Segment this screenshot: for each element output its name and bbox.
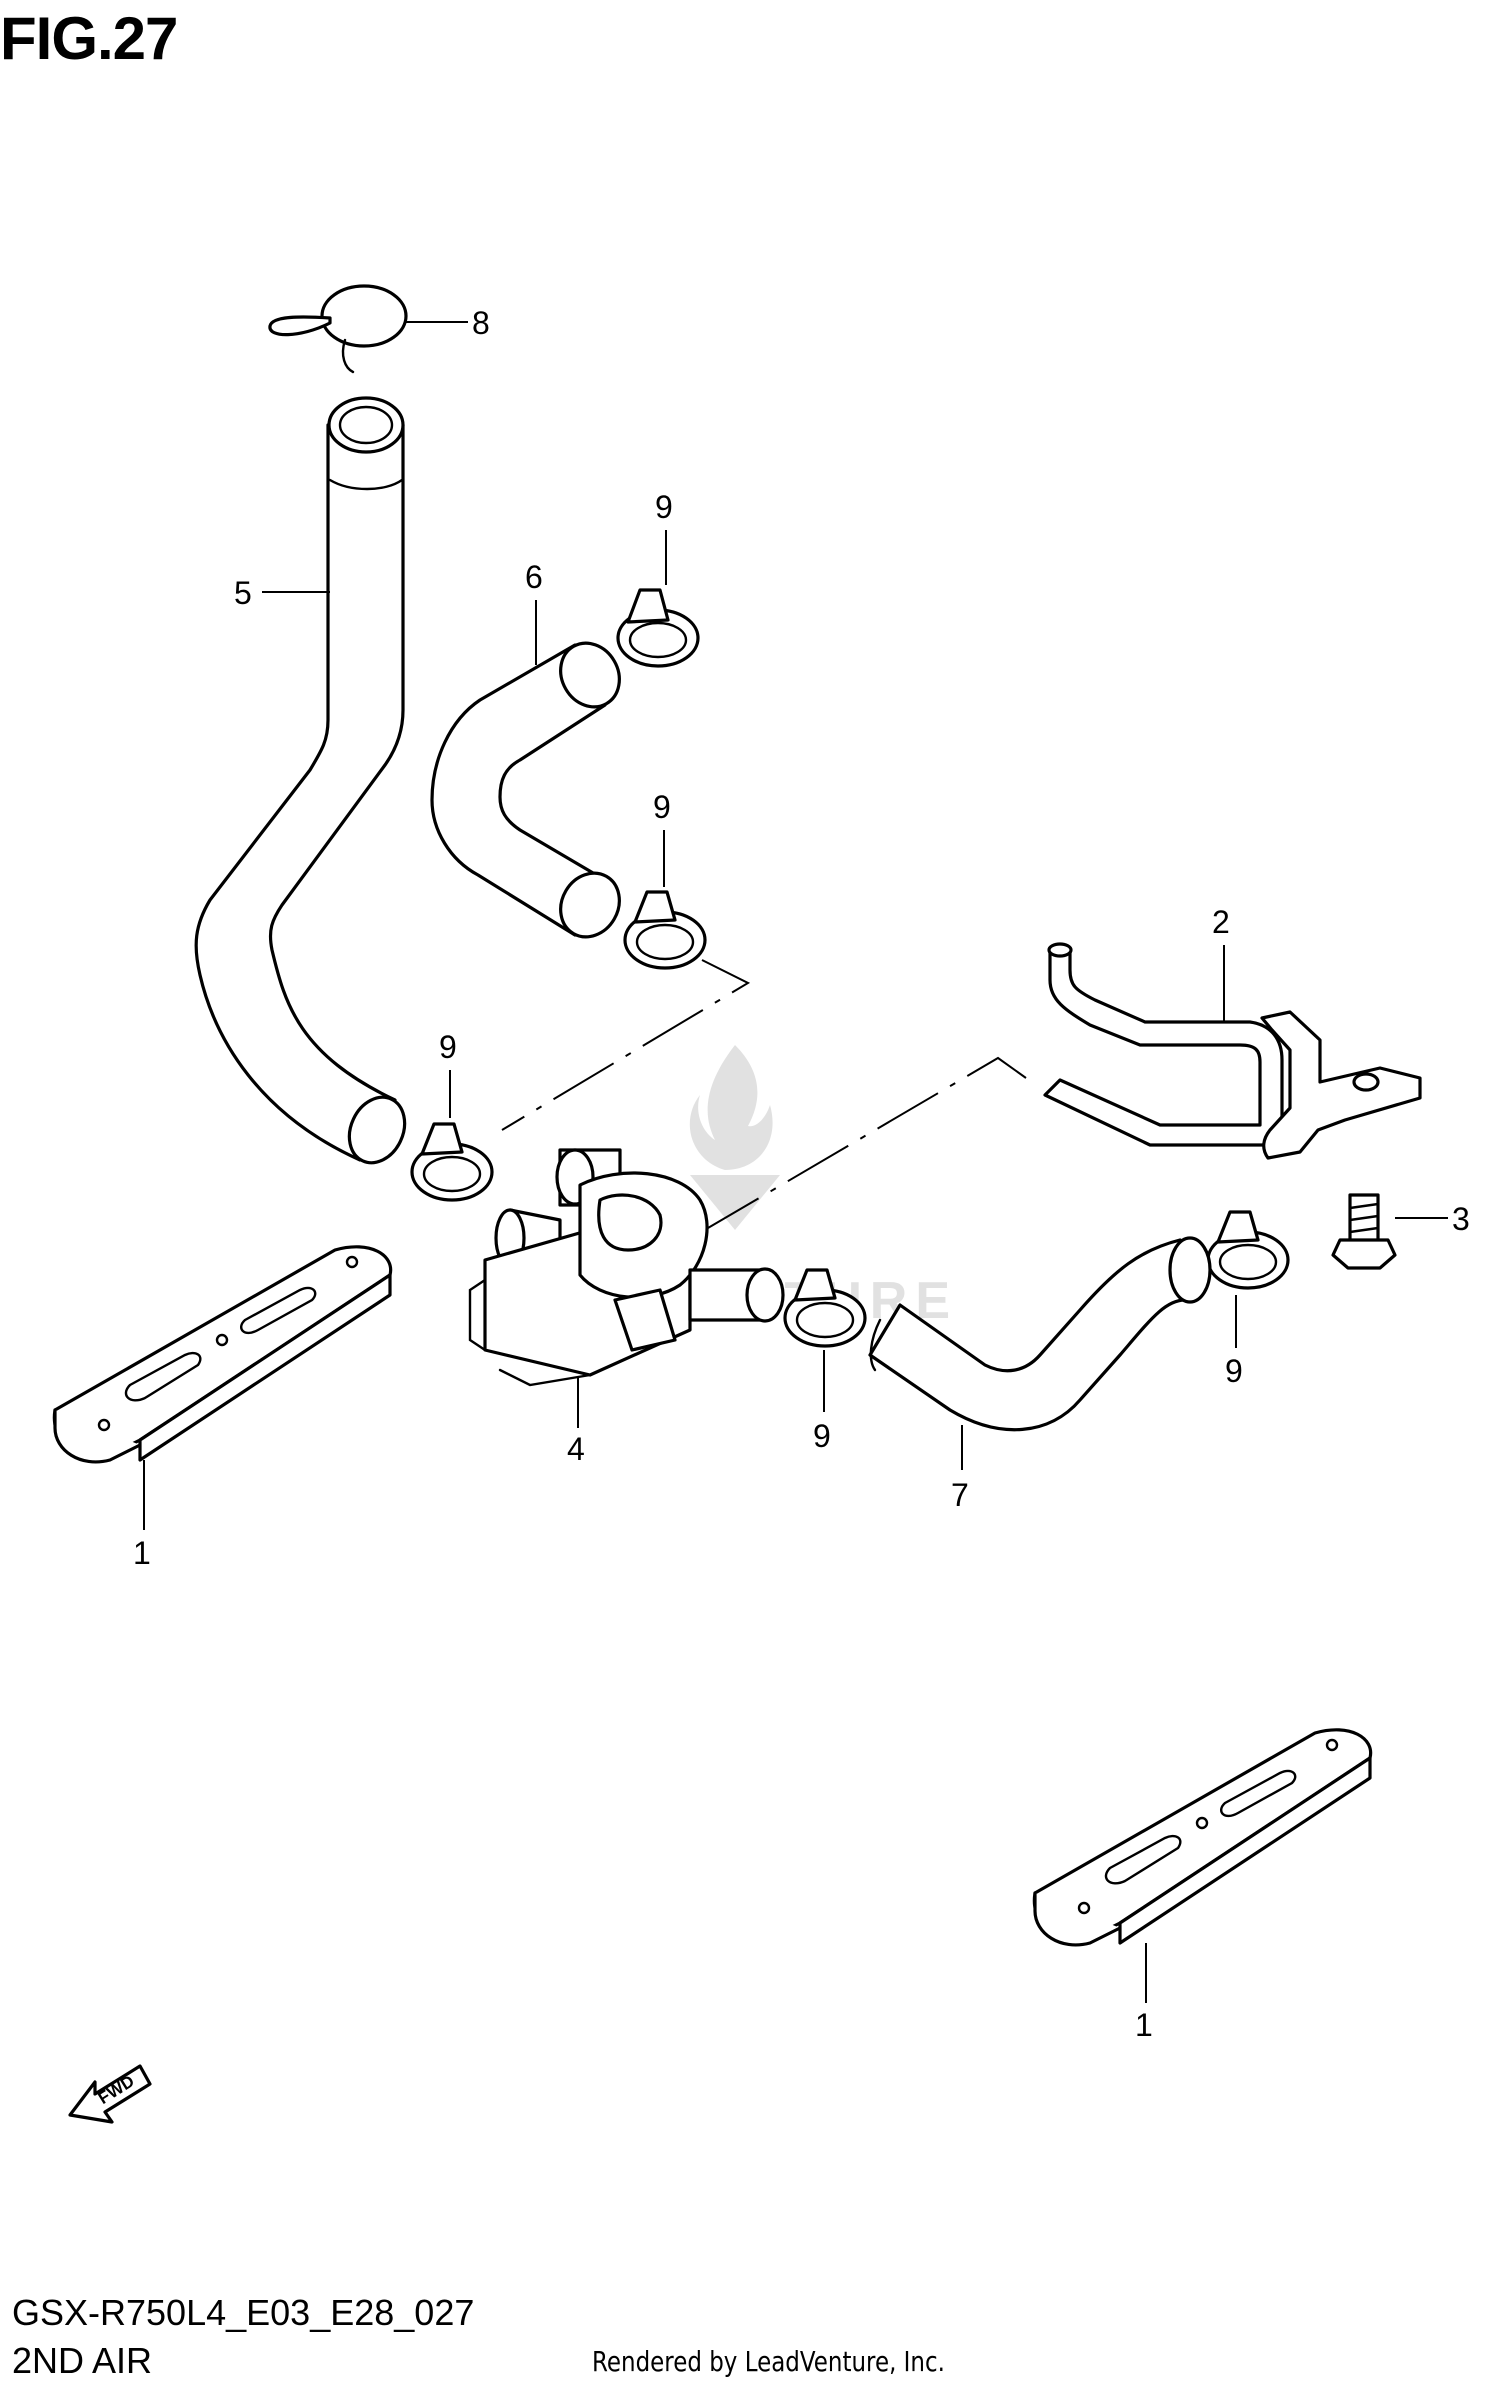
part-9-clamp <box>1206 1210 1290 1348</box>
part-8-clip <box>268 284 468 374</box>
assembly-line <box>649 1056 1027 1263</box>
part-5-hose <box>194 396 407 1165</box>
callout-1: 1 <box>1135 2007 1153 2043</box>
part-3-bolt <box>1331 1193 1448 1270</box>
part-6-hose <box>430 600 621 939</box>
part-9-clamp <box>783 1268 867 1412</box>
figure-title: FIG.27 <box>0 5 178 72</box>
callout-9: 9 <box>655 489 673 525</box>
part-9-clamp <box>623 830 707 970</box>
fwd-arrow-icon: FWD <box>68 2064 152 2124</box>
callout-4: 4 <box>567 1431 585 1467</box>
callout-9: 9 <box>653 789 671 825</box>
part-9-clamp <box>616 530 700 668</box>
callout-5: 5 <box>234 575 252 611</box>
callout-3: 3 <box>1452 1201 1470 1237</box>
part-7-hose <box>868 1236 1212 1470</box>
part-2-pipe-bracket <box>1043 942 1422 1160</box>
callout-8: 8 <box>472 305 490 341</box>
flame-watermark-icon <box>689 1045 780 1230</box>
callout-2: 2 <box>1212 904 1230 940</box>
callout-7: 7 <box>951 1477 969 1513</box>
callout-6: 6 <box>525 559 543 595</box>
callout-9: 9 <box>439 1029 457 1065</box>
part-1-gasket <box>1032 1728 1373 2003</box>
callout-9: 9 <box>1225 1353 1243 1389</box>
diagram-name: 2ND AIR <box>12 2340 153 2381</box>
callout-1: 1 <box>133 1535 151 1571</box>
part-9-clamp <box>410 1070 494 1202</box>
part-4-valve <box>468 1148 785 1428</box>
diagram-code: GSX-R750L4_E03_E28_027 <box>12 2292 475 2333</box>
part-1-gasket <box>52 1245 393 1530</box>
callout-9: 9 <box>813 1418 831 1454</box>
render-credit: Rendered by LeadVenture, Inc. <box>592 2345 945 2378</box>
assembly-line <box>501 959 751 1131</box>
